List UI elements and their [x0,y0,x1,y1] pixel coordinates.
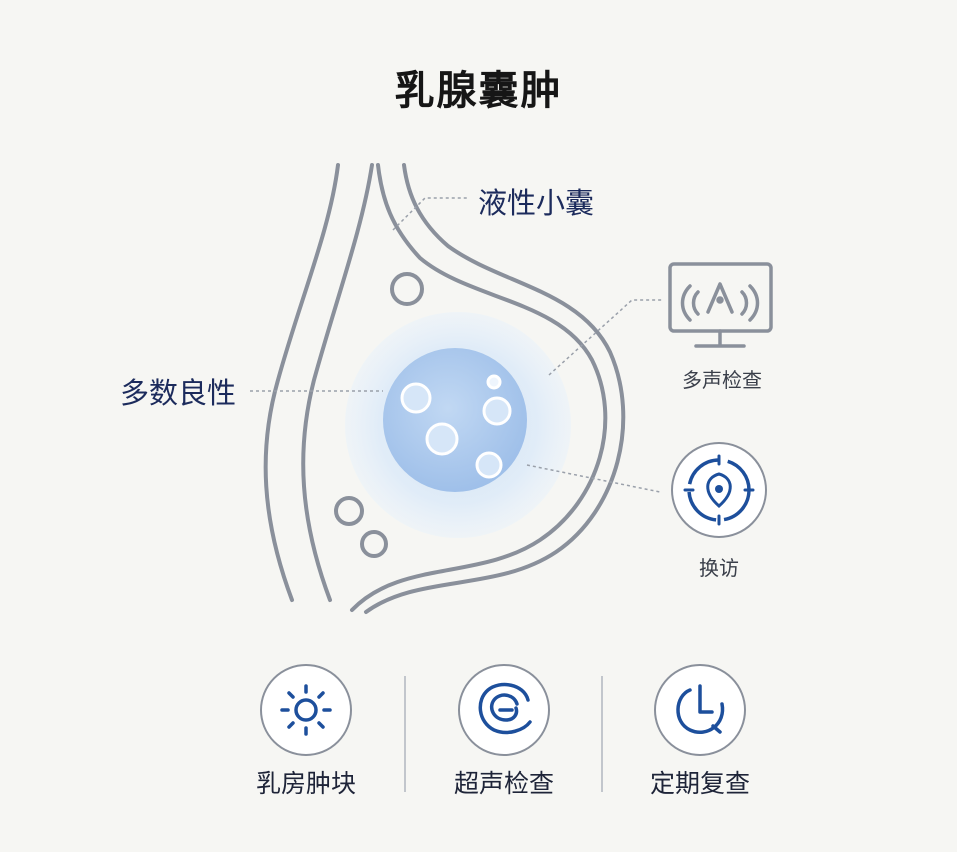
sun-icon [260,664,352,756]
page-title: 乳腺囊肿 [394,68,563,114]
callout-liquid-cyst: 液性小囊 [478,186,595,220]
tissue-circles [334,272,424,558]
cyst-bubbles [400,374,512,479]
target-icon [671,442,767,538]
clock-icon [654,664,746,756]
bottom-label-breast-lump: 乳房肿块 [255,769,356,798]
bottom-label-ultrasound-exam: 超声检查 [453,769,554,798]
callout-mostly-benign: 多数良性 [120,376,237,410]
ultrasound-monitor-icon [668,262,773,348]
ultrasound-wave-icon [458,664,550,756]
callout-followup: 换访 [699,556,739,580]
bottom-label-regular-review: 定期复查 [649,769,750,798]
leader-lines [250,197,664,493]
breast-outline [263,163,626,614]
callout-ultrasound: 多声检查 [682,368,762,392]
